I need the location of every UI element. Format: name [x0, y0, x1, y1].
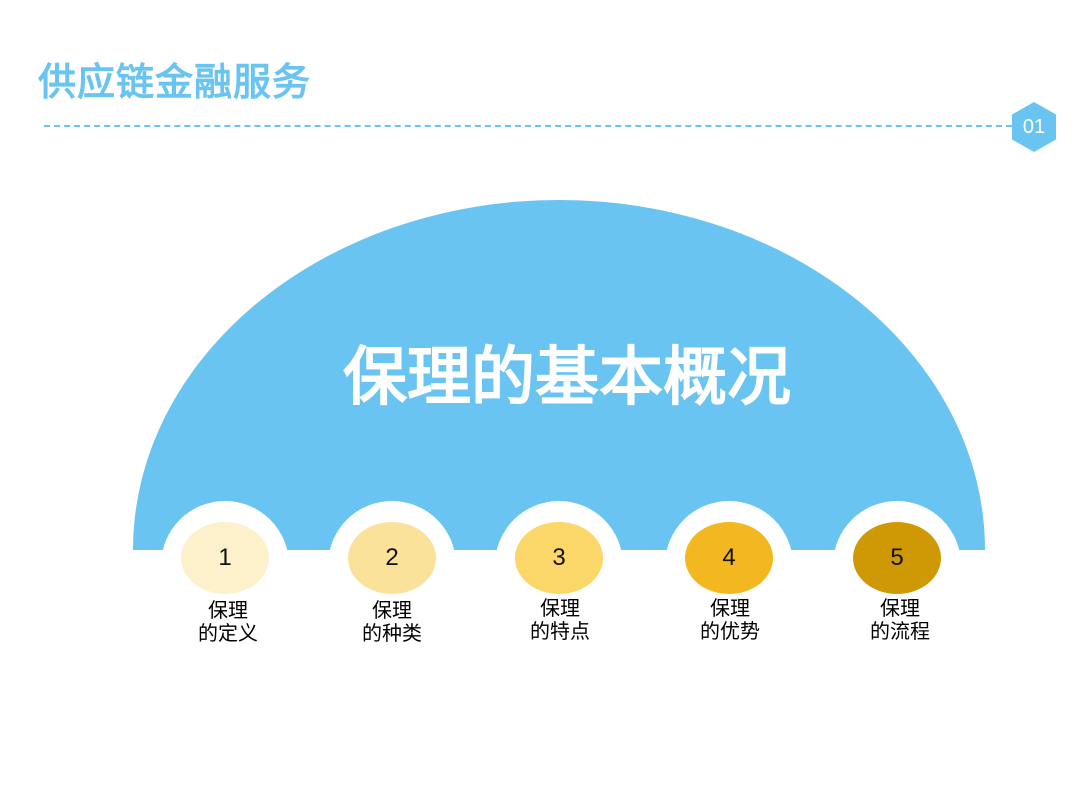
- step-label-5-line2: 的流程: [870, 619, 930, 643]
- step-circle-4: [685, 522, 773, 594]
- section-title: 保理的基本概况: [343, 341, 791, 415]
- step-label-3: 保理 的特点: [500, 597, 620, 643]
- step-label-2-line2: 的种类: [362, 621, 422, 645]
- step-label-2-line1: 保理: [372, 598, 412, 622]
- step-label-3-line1: 保理: [540, 596, 580, 620]
- step-circle-2: [348, 522, 436, 594]
- step-number-5: 5: [890, 544, 904, 571]
- step-number-1: 1: [218, 544, 232, 571]
- hexagon-icon: [1012, 102, 1056, 152]
- step-label-4-line1: 保理: [710, 596, 750, 620]
- header-divider: [44, 125, 1012, 127]
- step-circle-1: [181, 522, 269, 594]
- step-number-3: 3: [552, 544, 566, 571]
- step-label-4: 保理 的优势: [670, 597, 790, 643]
- step-label-1: 保理 的定义: [168, 599, 288, 645]
- page-title: 供应链金融服务: [38, 60, 312, 104]
- step-label-4-line2: 的优势: [700, 619, 760, 643]
- step-label-2: 保理 的种类: [332, 599, 452, 645]
- step-number-4: 4: [722, 544, 736, 571]
- dome-shape: [133, 200, 985, 550]
- step-number-2: 2: [385, 544, 399, 571]
- step-label-1-line1: 保理: [208, 598, 248, 622]
- step-circle-3: [515, 522, 603, 594]
- step-label-1-line2: 的定义: [198, 621, 258, 645]
- step-label-3-line2: 的特点: [530, 619, 590, 643]
- page-number: 01: [1022, 116, 1046, 138]
- step-label-5: 保理 的流程: [840, 597, 960, 643]
- page-number-badge: [1012, 102, 1056, 152]
- step-circle-5: [853, 522, 941, 594]
- step-label-5-line1: 保理: [880, 596, 920, 620]
